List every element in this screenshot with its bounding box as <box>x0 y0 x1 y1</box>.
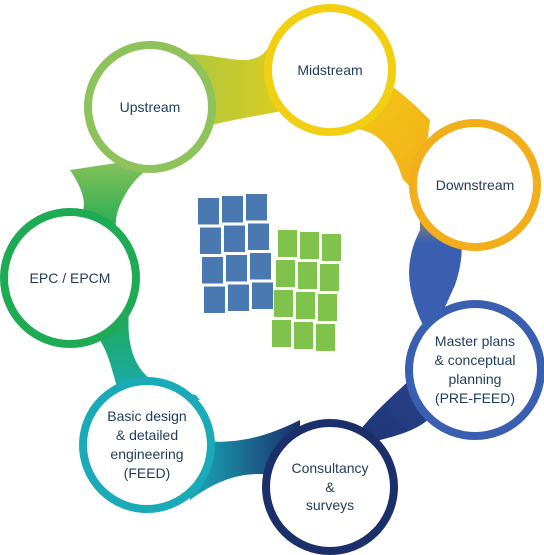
logo-tile-left <box>226 255 247 282</box>
connector-consultancy-basic <box>190 420 300 500</box>
logo-tile-left <box>200 227 221 254</box>
node-ring-basic-design <box>79 377 215 513</box>
logo-tile-left <box>248 223 269 250</box>
logo-tile-right <box>322 234 341 261</box>
logo-tile-left <box>228 284 249 311</box>
logo-tile-left <box>250 253 271 280</box>
node-ring-downstream <box>409 119 541 251</box>
logo-tile-left <box>224 225 245 252</box>
logo-tile-right <box>298 262 317 289</box>
node-ring-upstream <box>84 41 216 173</box>
logo-tile-right <box>274 290 293 317</box>
logo-tile-right <box>294 322 313 349</box>
logo-tile-right <box>272 320 291 347</box>
logo-tile-left <box>246 194 267 221</box>
logo-tile-left <box>202 257 223 284</box>
logo-tile-left <box>252 282 273 309</box>
node-ring-consultancy <box>262 419 398 555</box>
node-ring-epc <box>0 208 140 348</box>
logo-tile-right <box>318 294 337 321</box>
logo-tile-right <box>278 230 297 257</box>
logo-tile-right <box>276 260 295 287</box>
node-ring-midstream <box>264 4 396 136</box>
logo-tile-right <box>300 232 319 259</box>
center-logo <box>198 194 341 351</box>
logo-tile-left <box>204 286 225 313</box>
logo-tile-left <box>198 198 219 225</box>
logo-tile-right <box>316 324 335 351</box>
logo-tile-right <box>320 264 339 291</box>
logo-tile-right <box>296 292 315 319</box>
node-ring-master-plans <box>405 300 544 440</box>
logo-tile-left <box>222 196 243 223</box>
